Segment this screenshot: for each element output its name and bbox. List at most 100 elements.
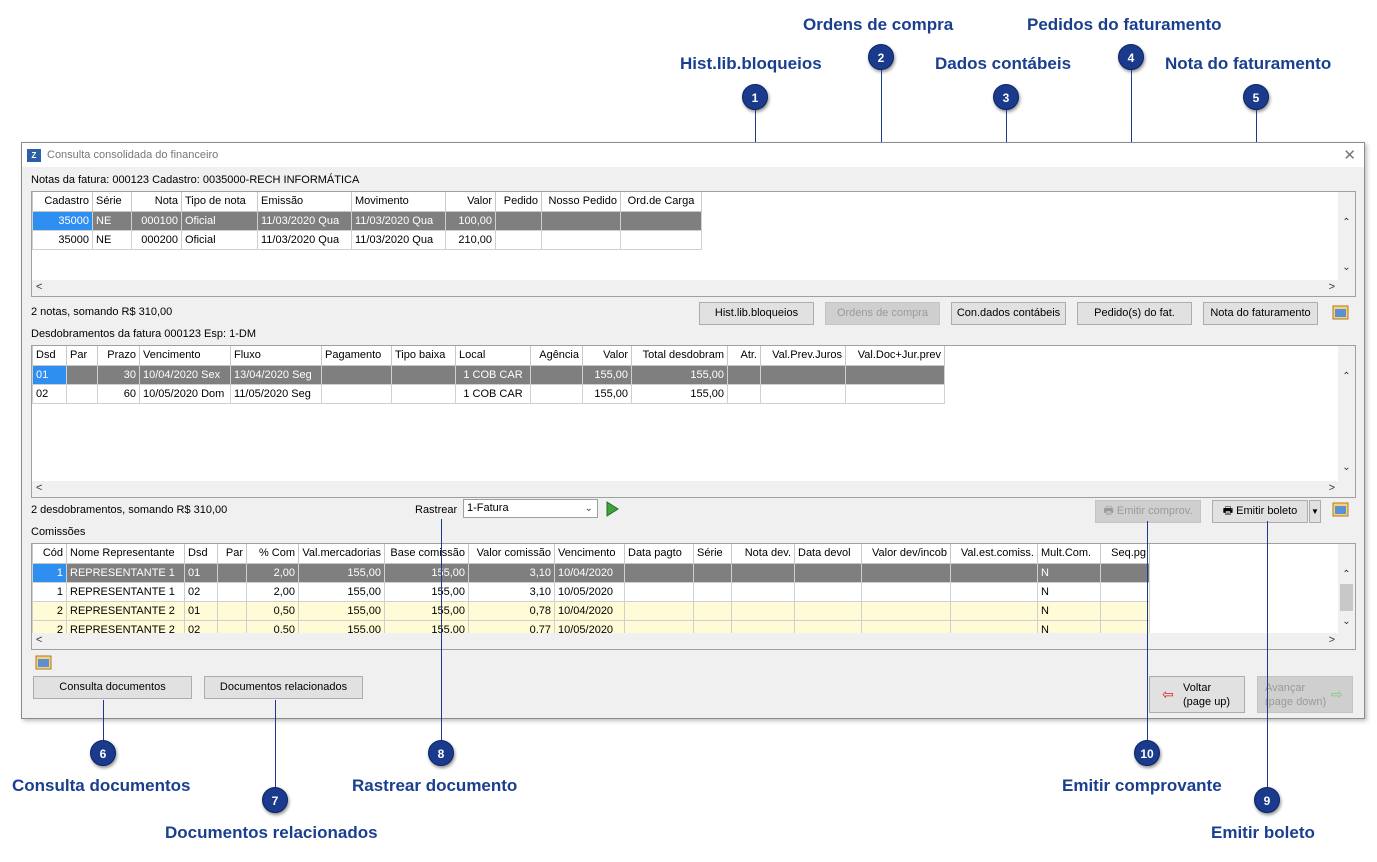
- col-header[interactable]: Val.mercadorias: [298, 544, 385, 564]
- comissoes-hscroll[interactable]: < >: [32, 633, 1339, 649]
- col-header[interactable]: Data devol: [794, 544, 862, 564]
- dados-contabeis-button[interactable]: Con.dados contábeis: [951, 302, 1066, 325]
- table-row[interactable]: 1 REPRESENTANTE 1 01 2,00 155,00 155,00 …: [32, 562, 1150, 583]
- col-header[interactable]: Ord.de Carga: [620, 192, 702, 212]
- export-grid-icon[interactable]: [1332, 501, 1350, 519]
- cell: [1100, 600, 1150, 621]
- desdobramentos-grid[interactable]: Dsd Par Prazo Vencimento Fluxo Pagamento…: [31, 345, 1356, 498]
- col-header[interactable]: Valor comissão: [468, 544, 555, 564]
- comissoes-grid[interactable]: Cód Nome Representante Dsd Par % Com Val…: [31, 543, 1356, 650]
- col-header[interactable]: Série: [92, 192, 132, 212]
- col-header[interactable]: Atr.: [727, 346, 761, 366]
- col-header[interactable]: Seq.pg: [1100, 544, 1150, 564]
- scroll-down-icon[interactable]: ⌄: [1342, 616, 1351, 627]
- scroll-right-icon[interactable]: >: [1328, 634, 1335, 646]
- consulta-documentos-button[interactable]: Consulta documentos: [33, 676, 192, 699]
- avancar-button[interactable]: Avançar (page down) ⇨: [1257, 676, 1353, 713]
- export-grid-icon[interactable]: [1332, 304, 1350, 322]
- desdobr-header: Desdobramentos da fatura 000123 Esp: 1-D…: [31, 328, 257, 340]
- col-header[interactable]: Emissão: [257, 192, 352, 212]
- col-header[interactable]: Pedido: [495, 192, 542, 212]
- table-row[interactable]: 35000 NE 000100 Oficial 11/03/2020 Qua 1…: [32, 210, 702, 231]
- col-header[interactable]: Local: [455, 346, 531, 366]
- col-header[interactable]: Cód: [32, 544, 67, 564]
- scroll-left-icon[interactable]: <: [36, 482, 43, 494]
- col-header[interactable]: Base comissão: [384, 544, 469, 564]
- comissoes-vscroll[interactable]: ⌃ ⌄: [1338, 544, 1355, 649]
- col-header[interactable]: Val.Prev.Juros: [760, 346, 846, 366]
- close-icon[interactable]: ✕: [1343, 147, 1356, 164]
- rastrear-select[interactable]: 1-Fatura ⌄: [463, 499, 598, 518]
- table-row[interactable]: 1 REPRESENTANTE 1 02 2,00 155,00 155,00 …: [32, 581, 1150, 602]
- cell: [620, 210, 702, 231]
- scroll-left-icon[interactable]: <: [36, 281, 43, 293]
- voltar-button[interactable]: ⇦ Voltar (page up): [1149, 676, 1245, 713]
- table-row[interactable]: 2 REPRESENTANTE 2 01 0,50 155,00 155,00 …: [32, 600, 1150, 621]
- scroll-down-icon[interactable]: ⌄: [1342, 262, 1351, 273]
- scroll-left-icon[interactable]: <: [36, 634, 43, 646]
- play-icon[interactable]: [603, 500, 621, 518]
- notas-hscroll[interactable]: < >: [32, 280, 1339, 296]
- emitir-boleto-button[interactable]: 🖶 Emitir boleto: [1212, 500, 1308, 523]
- scroll-up-icon[interactable]: ⌃: [1342, 371, 1351, 382]
- col-header[interactable]: Valor: [582, 346, 632, 366]
- scroll-thumb[interactable]: [1340, 584, 1353, 611]
- notas-vscroll[interactable]: ⌃ ⌄: [1338, 192, 1355, 296]
- desdobr-vscroll[interactable]: ⌃ ⌄: [1338, 346, 1355, 497]
- scroll-down-icon[interactable]: ⌄: [1342, 462, 1351, 473]
- cell: 1 COB CAR: [455, 383, 531, 404]
- col-header[interactable]: Vencimento: [139, 346, 231, 366]
- emitir-comprovante-button[interactable]: 🖶 Emitir comprov.: [1095, 500, 1201, 523]
- col-header[interactable]: Valor dev/incob: [861, 544, 951, 564]
- notas-header: Notas da fatura: 000123 Cadastro: 003500…: [31, 174, 360, 186]
- notas-grid[interactable]: Cadastro Série Nota Tipo de nota Emissão…: [31, 191, 1356, 297]
- table-row[interactable]: 01 30 10/04/2020 Sex 13/04/2020 Seg 1 CO…: [32, 364, 945, 385]
- col-header[interactable]: Dsd: [32, 346, 67, 366]
- col-header[interactable]: Fluxo: [230, 346, 322, 366]
- col-header[interactable]: Tipo baixa: [391, 346, 456, 366]
- col-header[interactable]: Pagamento: [321, 346, 392, 366]
- scroll-right-icon[interactable]: >: [1328, 281, 1335, 293]
- cell: 1: [32, 581, 67, 602]
- ordens-de-compra-button[interactable]: Ordens de compra: [825, 302, 940, 325]
- col-header[interactable]: Val.est.comiss.: [950, 544, 1038, 564]
- col-header[interactable]: Cadastro: [32, 192, 93, 212]
- table-row[interactable]: 02 60 10/05/2020 Dom 11/05/2020 Seg 1 CO…: [32, 383, 945, 404]
- pedidos-faturamento-button[interactable]: Pedido(s) do fat.: [1077, 302, 1192, 325]
- hist-lib-bloqueios-button[interactable]: Hist.lib.bloqueios: [699, 302, 814, 325]
- col-header[interactable]: % Com: [246, 544, 299, 564]
- col-header[interactable]: Nome Representante: [66, 544, 185, 564]
- export-grid-icon[interactable]: [35, 654, 53, 672]
- scroll-right-icon[interactable]: >: [1328, 482, 1335, 494]
- callout-line-8: [441, 519, 442, 741]
- col-header[interactable]: Val.Doc+Jur.prev: [845, 346, 945, 366]
- col-header[interactable]: Mult.Com.: [1037, 544, 1101, 564]
- col-header[interactable]: Tipo de nota: [181, 192, 258, 212]
- col-header[interactable]: Nota: [131, 192, 182, 212]
- col-header[interactable]: Movimento: [351, 192, 446, 212]
- col-header[interactable]: Dsd: [184, 544, 218, 564]
- scroll-up-icon[interactable]: ⌃: [1342, 217, 1351, 228]
- col-header[interactable]: Agência: [530, 346, 583, 366]
- cell: [541, 210, 621, 231]
- col-header[interactable]: Nosso Pedido: [541, 192, 621, 212]
- col-header[interactable]: Valor: [445, 192, 496, 212]
- cell: 01: [184, 600, 218, 621]
- col-header[interactable]: Par: [66, 346, 98, 366]
- cell: [1100, 562, 1150, 583]
- table-row[interactable]: 35000 NE 000200 Oficial 11/03/2020 Qua 1…: [32, 229, 702, 250]
- col-header[interactable]: Série: [693, 544, 732, 564]
- col-header[interactable]: Par: [217, 544, 247, 564]
- col-header[interactable]: Vencimento: [554, 544, 625, 564]
- col-header[interactable]: Data pagto: [624, 544, 694, 564]
- col-header[interactable]: Total desdobram: [631, 346, 728, 366]
- cell: [495, 210, 542, 231]
- scroll-up-icon[interactable]: ⌃: [1342, 569, 1351, 580]
- cell: 155,00: [582, 383, 632, 404]
- desdobr-hscroll[interactable]: < >: [32, 481, 1339, 497]
- col-header[interactable]: Prazo: [97, 346, 140, 366]
- nota-faturamento-button[interactable]: Nota do faturamento: [1203, 302, 1318, 325]
- emitir-boleto-dropdown[interactable]: ▼: [1309, 500, 1321, 523]
- col-header[interactable]: Nota dev.: [731, 544, 795, 564]
- documentos-relacionados-button[interactable]: Documentos relacionados: [204, 676, 363, 699]
